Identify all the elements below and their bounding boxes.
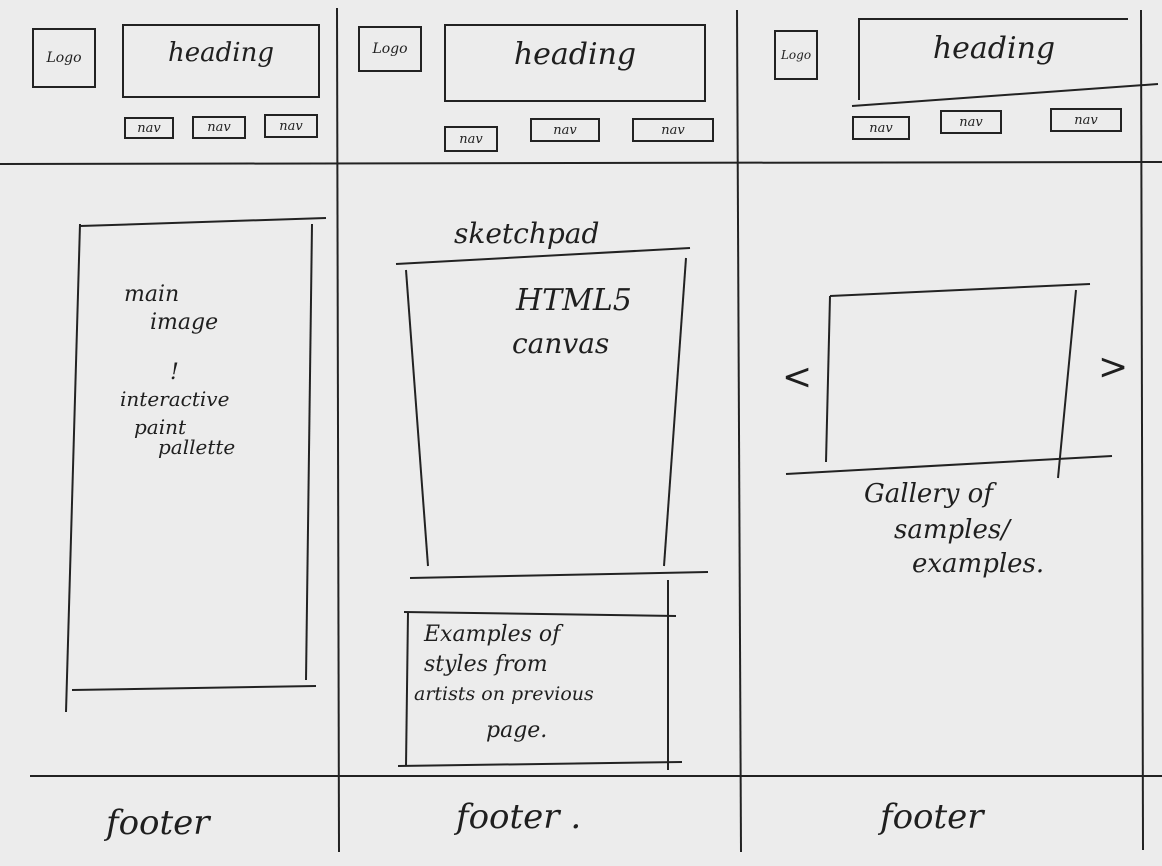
logo-box: Logo bbox=[32, 28, 96, 88]
heading-label: heading bbox=[513, 37, 637, 72]
nav-label: nav bbox=[279, 118, 303, 134]
examples-line: page. bbox=[486, 718, 548, 743]
gallery-prev-arrow[interactable]: < bbox=[782, 357, 813, 398]
canvas-label-line1: HTML5 bbox=[516, 283, 632, 318]
heading-box: heading bbox=[122, 24, 320, 98]
logo-box: Logo bbox=[774, 30, 818, 80]
footer-label: footer bbox=[880, 797, 984, 837]
nav-button[interactable]: nav bbox=[1050, 108, 1122, 132]
nav-label: nav bbox=[661, 122, 685, 138]
logo-label: Logo bbox=[780, 48, 812, 62]
nav-button[interactable]: nav bbox=[264, 114, 318, 138]
footer-label: footer . bbox=[456, 797, 582, 837]
canvas-label-line2: canvas bbox=[512, 327, 610, 360]
nav-label: nav bbox=[459, 131, 483, 147]
gallery-next-arrow[interactable]: > bbox=[1098, 347, 1129, 388]
nav-button[interactable]: nav bbox=[940, 110, 1002, 134]
nav-label: nav bbox=[869, 120, 893, 136]
nav-label: nav bbox=[1074, 112, 1098, 128]
logo-label: Logo bbox=[372, 41, 408, 57]
heading-box: heading bbox=[444, 24, 706, 102]
note-line: pallette bbox=[158, 435, 236, 459]
nav-label: nav bbox=[137, 120, 161, 136]
logo-label: Logo bbox=[46, 50, 82, 66]
heading-label: heading bbox=[932, 31, 1056, 66]
nav-label: nav bbox=[959, 114, 983, 130]
note-line: image bbox=[150, 310, 219, 335]
nav-button[interactable]: nav bbox=[192, 116, 246, 139]
note-line: ! bbox=[170, 360, 179, 385]
logo-box: Logo bbox=[358, 26, 422, 72]
examples-line: Examples of bbox=[424, 622, 561, 647]
footer-label: footer bbox=[106, 803, 210, 843]
gallery-label-line: examples. bbox=[912, 549, 1045, 579]
gallery-label-line: Gallery of bbox=[864, 479, 993, 509]
nav-label: nav bbox=[553, 122, 577, 138]
examples-line: artists on previous bbox=[414, 683, 594, 705]
note-line: interactive bbox=[120, 387, 230, 411]
nav-button[interactable]: nav bbox=[852, 116, 910, 140]
nav-button[interactable]: nav bbox=[632, 118, 714, 142]
heading-box: heading bbox=[858, 18, 1128, 100]
note-line: paint bbox=[134, 415, 187, 439]
gallery-label-line: samples/ bbox=[894, 515, 1010, 545]
nav-label: nav bbox=[207, 120, 231, 135]
nav-button[interactable]: nav bbox=[444, 126, 498, 152]
sketchpad-title: sketchpad bbox=[454, 217, 600, 250]
nav-button[interactable]: nav bbox=[124, 117, 174, 139]
heading-label: heading bbox=[168, 38, 274, 68]
examples-line: styles from bbox=[424, 652, 548, 677]
nav-button[interactable]: nav bbox=[530, 118, 600, 142]
note-line: main bbox=[124, 282, 180, 307]
